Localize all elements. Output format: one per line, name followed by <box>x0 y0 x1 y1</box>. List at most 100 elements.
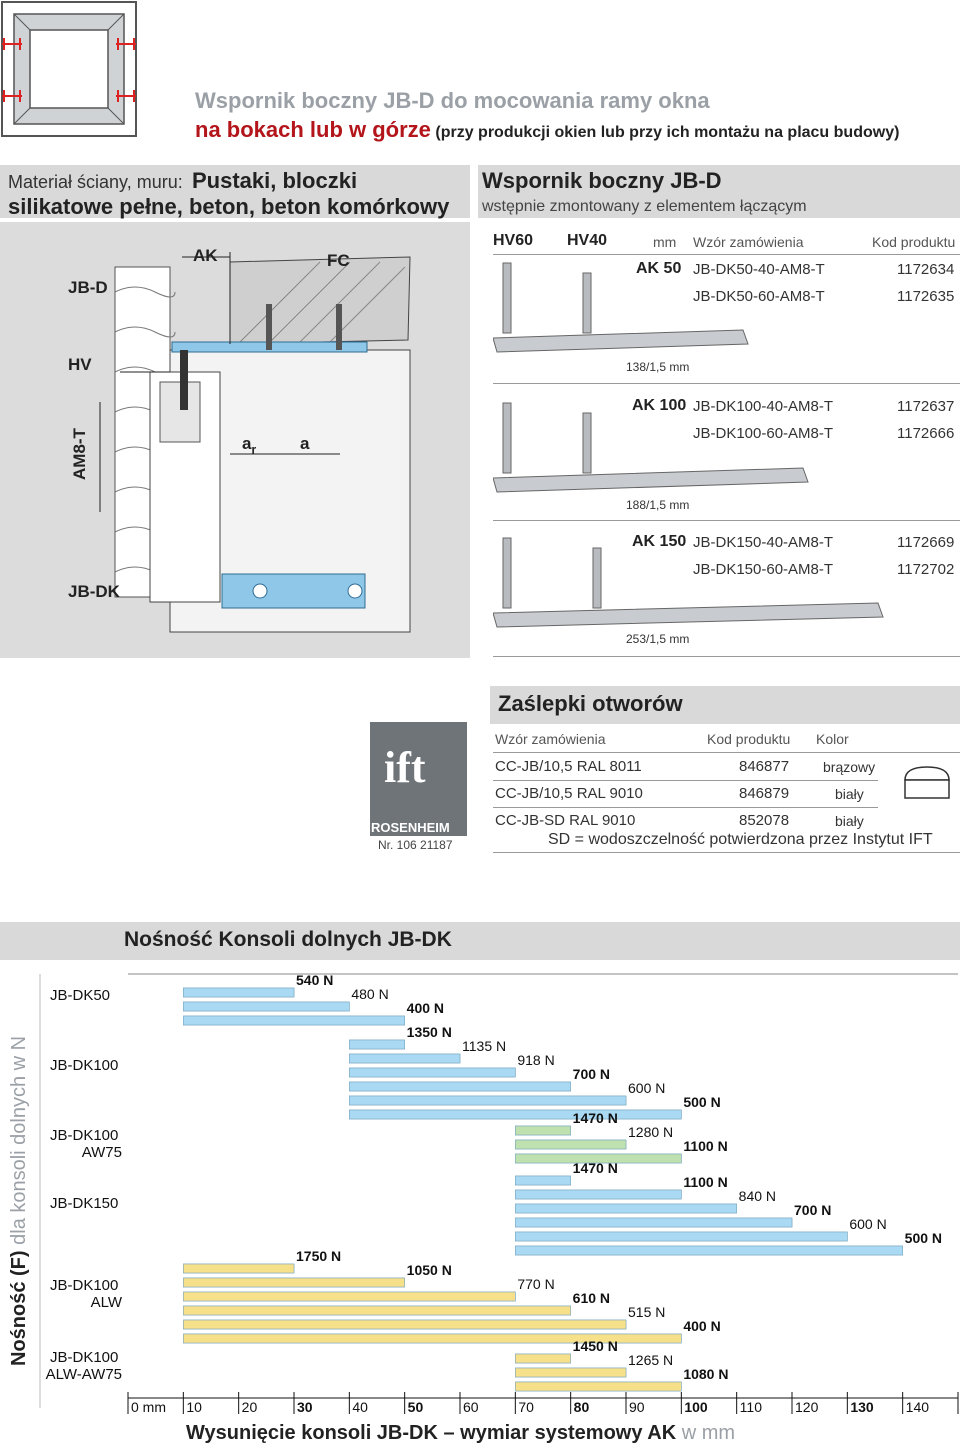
cap-plug-icon <box>904 766 950 799</box>
x-tick-label: 120 <box>795 1399 819 1415</box>
bar-value-label: 400 N <box>683 1318 720 1334</box>
load-bar <box>183 1333 682 1344</box>
bar-value-label: 1100 N <box>683 1138 727 1154</box>
installation-drawing: JB-D AK FC HV AM8-T ar a JB-DK <box>0 222 470 658</box>
product-subtitle: wstępnie zmontowany z elementem łączącym <box>482 198 807 215</box>
bar-value-label: 1470 N <box>573 1110 618 1126</box>
caps-col-code: Kod produktu <box>707 731 791 747</box>
bar-value-label: 600 N <box>849 1216 886 1232</box>
dim-label: 138/1,5 mm <box>626 360 690 374</box>
load-bar <box>515 1203 737 1214</box>
order-code: 1172635 <box>897 288 955 305</box>
bar-value-label: 700 N <box>794 1202 831 1218</box>
x-tick-label: 130 <box>850 1399 874 1415</box>
order-code: 1172666 <box>897 425 955 442</box>
x-tick-label: 100 <box>684 1399 708 1415</box>
order-pattern: JB-DK100-40-AM8-T <box>693 398 834 415</box>
x-tick-label: 10 <box>186 1399 202 1415</box>
load-bar <box>515 1175 571 1186</box>
bar-value-label: 1100 N <box>683 1174 727 1190</box>
ift-logo-text: ift <box>384 743 426 792</box>
order-pattern: JB-DK150-40-AM8-T <box>693 534 834 551</box>
window-frame-icon <box>1 1 137 137</box>
material-value-2: silikatowe pełne, beton, beton komórkowy <box>8 194 450 219</box>
subtitle-note: (przy produkcji okien lub przy ich monta… <box>435 124 900 141</box>
col-code: Kod produktu <box>872 234 956 250</box>
table-rule <box>493 780 878 781</box>
dim-label: 253/1,5 mm <box>626 632 690 646</box>
label-ak: AK <box>193 246 218 265</box>
x-tick-label: 50 <box>408 1399 424 1415</box>
load-bar <box>515 1353 571 1364</box>
cap-color: biały <box>835 813 864 829</box>
ift-city: ROSENHEIM <box>371 820 450 835</box>
load-bar <box>515 1231 848 1242</box>
table-rule <box>493 520 960 521</box>
label-a: a <box>300 434 310 453</box>
subtitle-highlight: na bokach lub w górze <box>195 117 431 142</box>
bar-value-label: 1470 N <box>573 1160 618 1176</box>
label-am8t: AM8-T <box>70 428 89 480</box>
x-title-grey: w mm <box>681 1422 736 1444</box>
label-jbd: JB-D <box>68 278 108 297</box>
material-value-1: Pustaki, bloczki <box>192 168 358 193</box>
load-chart-title: Nośność Konsoli dolnych JB-DK <box>124 928 452 951</box>
bar-value-label: 400 N <box>407 1000 444 1016</box>
series-name-sub: AW75 <box>82 1144 122 1161</box>
load-bar <box>515 1125 571 1136</box>
label-fc: FC <box>327 251 350 270</box>
load-bar <box>183 1001 350 1012</box>
bar-value-label: 540 N <box>296 972 333 988</box>
table-rule <box>493 656 960 657</box>
load-bar <box>515 1381 682 1392</box>
load-bar <box>349 1095 627 1106</box>
bar-value-label: 918 N <box>517 1052 554 1068</box>
load-bar <box>183 987 295 998</box>
load-bar <box>349 1109 682 1120</box>
order-pattern: JB-DK50-40-AM8-T <box>693 261 825 278</box>
cap-pattern: CC-JB/10,5 RAL 9010 <box>495 785 643 802</box>
series-name: JB-DK150 <box>50 1195 118 1212</box>
load-bar <box>183 1291 516 1302</box>
installation-drawing-svg <box>99 252 411 633</box>
series-name: JB-DK50 <box>50 987 110 1004</box>
ift-nr-box <box>370 836 467 854</box>
load-bar <box>515 1153 682 1164</box>
label-ar-sub: r <box>251 442 257 457</box>
caps-col-color: Kolor <box>816 731 849 747</box>
product-title: Wspornik boczny JB-D <box>482 168 722 193</box>
cap-pattern: CC-JB/10,5 RAL 8011 <box>495 758 642 775</box>
series-name: JB-DK100 <box>50 1127 118 1144</box>
series-name: JB-DK100 <box>50 1349 118 1366</box>
bar-value-label: 770 N <box>517 1276 554 1292</box>
order-pattern: JB-DK50-60-AM8-T <box>693 288 825 305</box>
material-band <box>0 165 470 218</box>
bracket-image-ak150 <box>493 537 884 628</box>
load-bar <box>515 1189 682 1200</box>
x-tick-label: 90 <box>629 1399 645 1415</box>
table-rule <box>493 383 960 384</box>
ift-logo: ift ROSENHEIM Nr. 106 21187 <box>370 722 467 854</box>
label-ar: ar <box>242 434 256 456</box>
order-pattern: JB-DK100-60-AM8-T <box>693 425 834 442</box>
bar-value-label: 1265 N <box>628 1352 673 1368</box>
x-tick-label: 80 <box>574 1399 590 1415</box>
bar-value-label: 500 N <box>683 1094 720 1110</box>
group-ak100-label: AK 100 <box>632 397 687 414</box>
page-title: Wspornik boczny JB-D do mocowania ramy o… <box>195 88 710 113</box>
col-pattern: Wzór zamówienia <box>693 234 804 250</box>
load-chart-x-title: Wysunięcie konsoli JB-DK – wymiar system… <box>186 1422 735 1445</box>
bracket-image-ak50 <box>493 262 749 353</box>
x-tick-label: 40 <box>352 1399 368 1415</box>
x-tick-label: 70 <box>518 1399 534 1415</box>
bar-value-label: 500 N <box>905 1230 942 1246</box>
x-tick-label: 60 <box>463 1399 479 1415</box>
load-bar <box>515 1367 627 1378</box>
x-title-dark: Wysunięcie konsoli JB-DK – wymiar system… <box>186 1422 677 1444</box>
bar-value-label: 600 N <box>628 1080 665 1096</box>
bar-value-label: 1080 N <box>683 1366 728 1382</box>
col-hv40: HV40 <box>567 232 608 249</box>
cap-color: biały <box>835 786 864 802</box>
table-rule <box>493 852 960 853</box>
